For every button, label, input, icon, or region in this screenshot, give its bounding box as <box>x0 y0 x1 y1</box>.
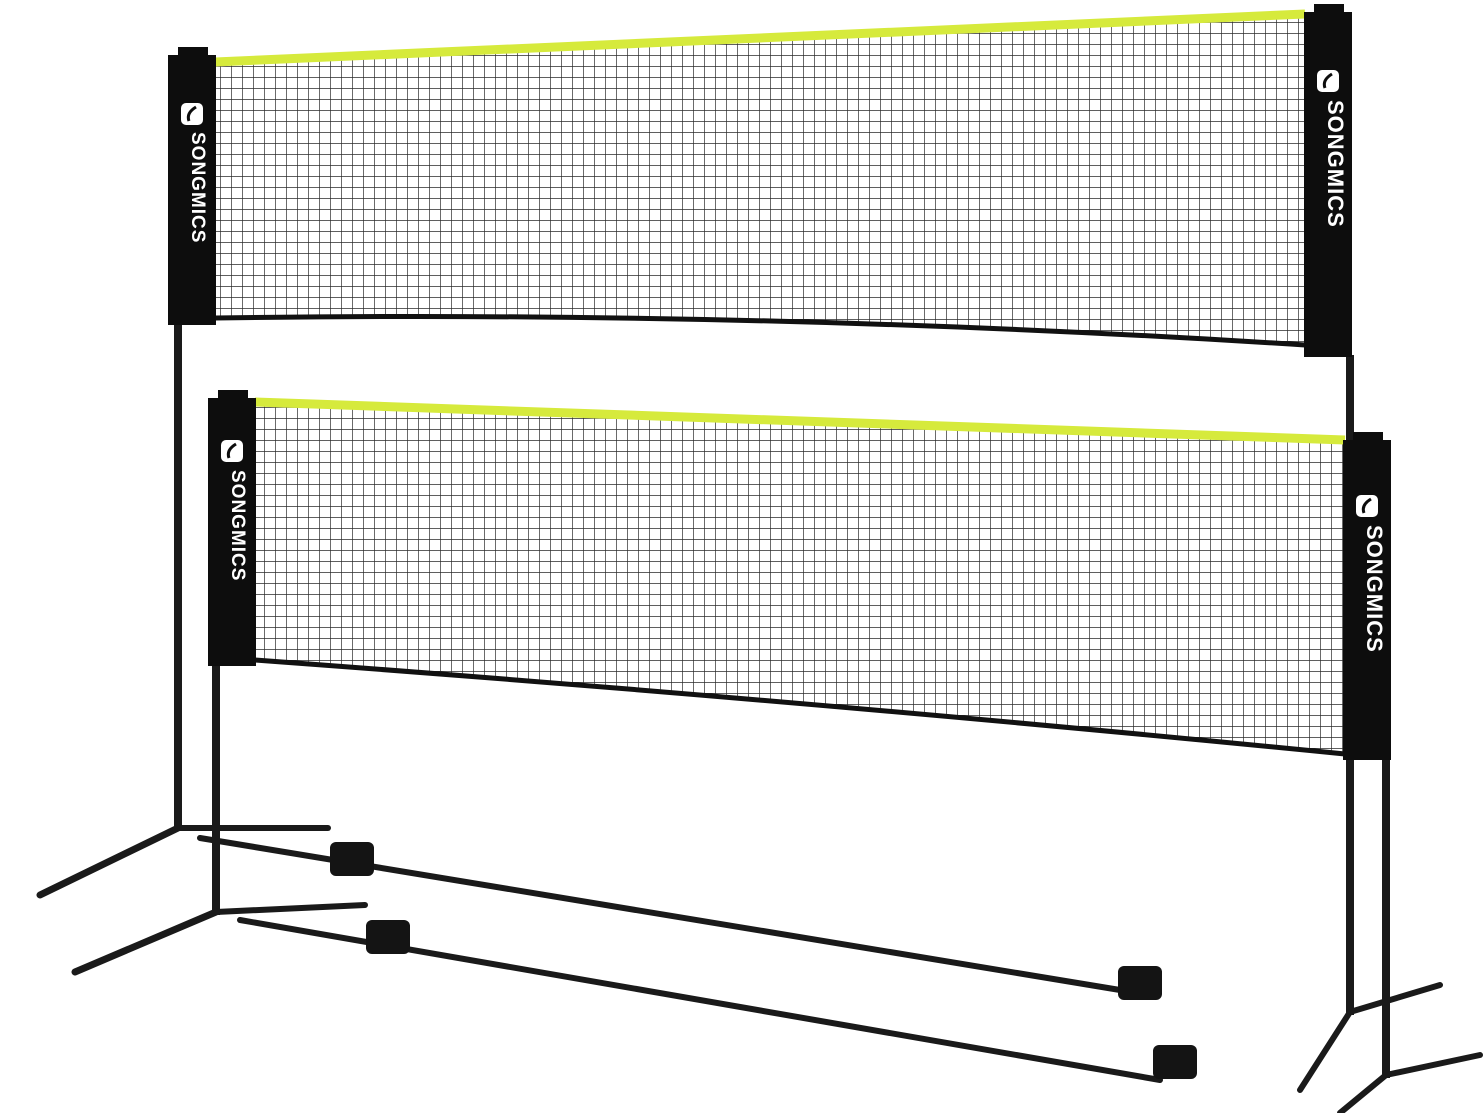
lower-left-foot-front <box>71 908 220 976</box>
upper-left-sleeve <box>168 55 216 325</box>
upper-right-foot-front <box>1297 1009 1353 1093</box>
lower-left-pole <box>212 660 220 915</box>
upper-net-bottom-binding <box>214 314 1306 348</box>
connector-clip <box>1118 966 1162 1000</box>
base-connectors <box>330 842 1197 1079</box>
upper-net-mesh <box>215 14 1305 345</box>
lower-right-sleeve <box>1343 440 1391 760</box>
lower-right-cap <box>1353 432 1383 442</box>
brand-logo-upper-right <box>1317 70 1339 92</box>
base-frame <box>36 824 1483 1113</box>
upper-left-cap <box>178 47 208 57</box>
brand-label-lower-left: SONGMICS <box>227 470 248 581</box>
upper-net: SONGMICS SONGMICS <box>168 4 1354 1015</box>
brand-label-upper-right: SONGMICS <box>1323 100 1348 228</box>
brand-label-upper-left: SONGMICS <box>187 132 208 243</box>
brand-label-lower-right: SONGMICS <box>1362 525 1387 653</box>
lower-right-foot-back <box>1383 1052 1483 1078</box>
lower-right-foot-front <box>1337 1072 1389 1113</box>
lower-net: SONGMICS SONGMICS <box>208 390 1391 1078</box>
upper-right-cap <box>1314 4 1344 14</box>
upper-left-foot-front <box>36 824 182 899</box>
upper-right-sleeve <box>1304 12 1352 357</box>
upper-net-top-tape <box>214 9 1306 67</box>
lower-left-cap <box>218 390 248 400</box>
upper-right-foot-back <box>1347 982 1443 1015</box>
brand-logo-lower-right <box>1356 495 1378 517</box>
lower-net-bottom-binding <box>254 657 1346 757</box>
upper-left-pole <box>174 320 182 830</box>
lower-left-foot-back <box>213 902 368 915</box>
brand-logo-lower-left <box>221 440 243 462</box>
connector-clip <box>330 842 374 876</box>
connector-clip <box>1153 1045 1197 1079</box>
lower-net-top-tape <box>254 397 1346 445</box>
lower-right-pole <box>1382 758 1390 1078</box>
connector-clip <box>366 920 410 954</box>
brand-logo-upper-left <box>181 103 203 125</box>
